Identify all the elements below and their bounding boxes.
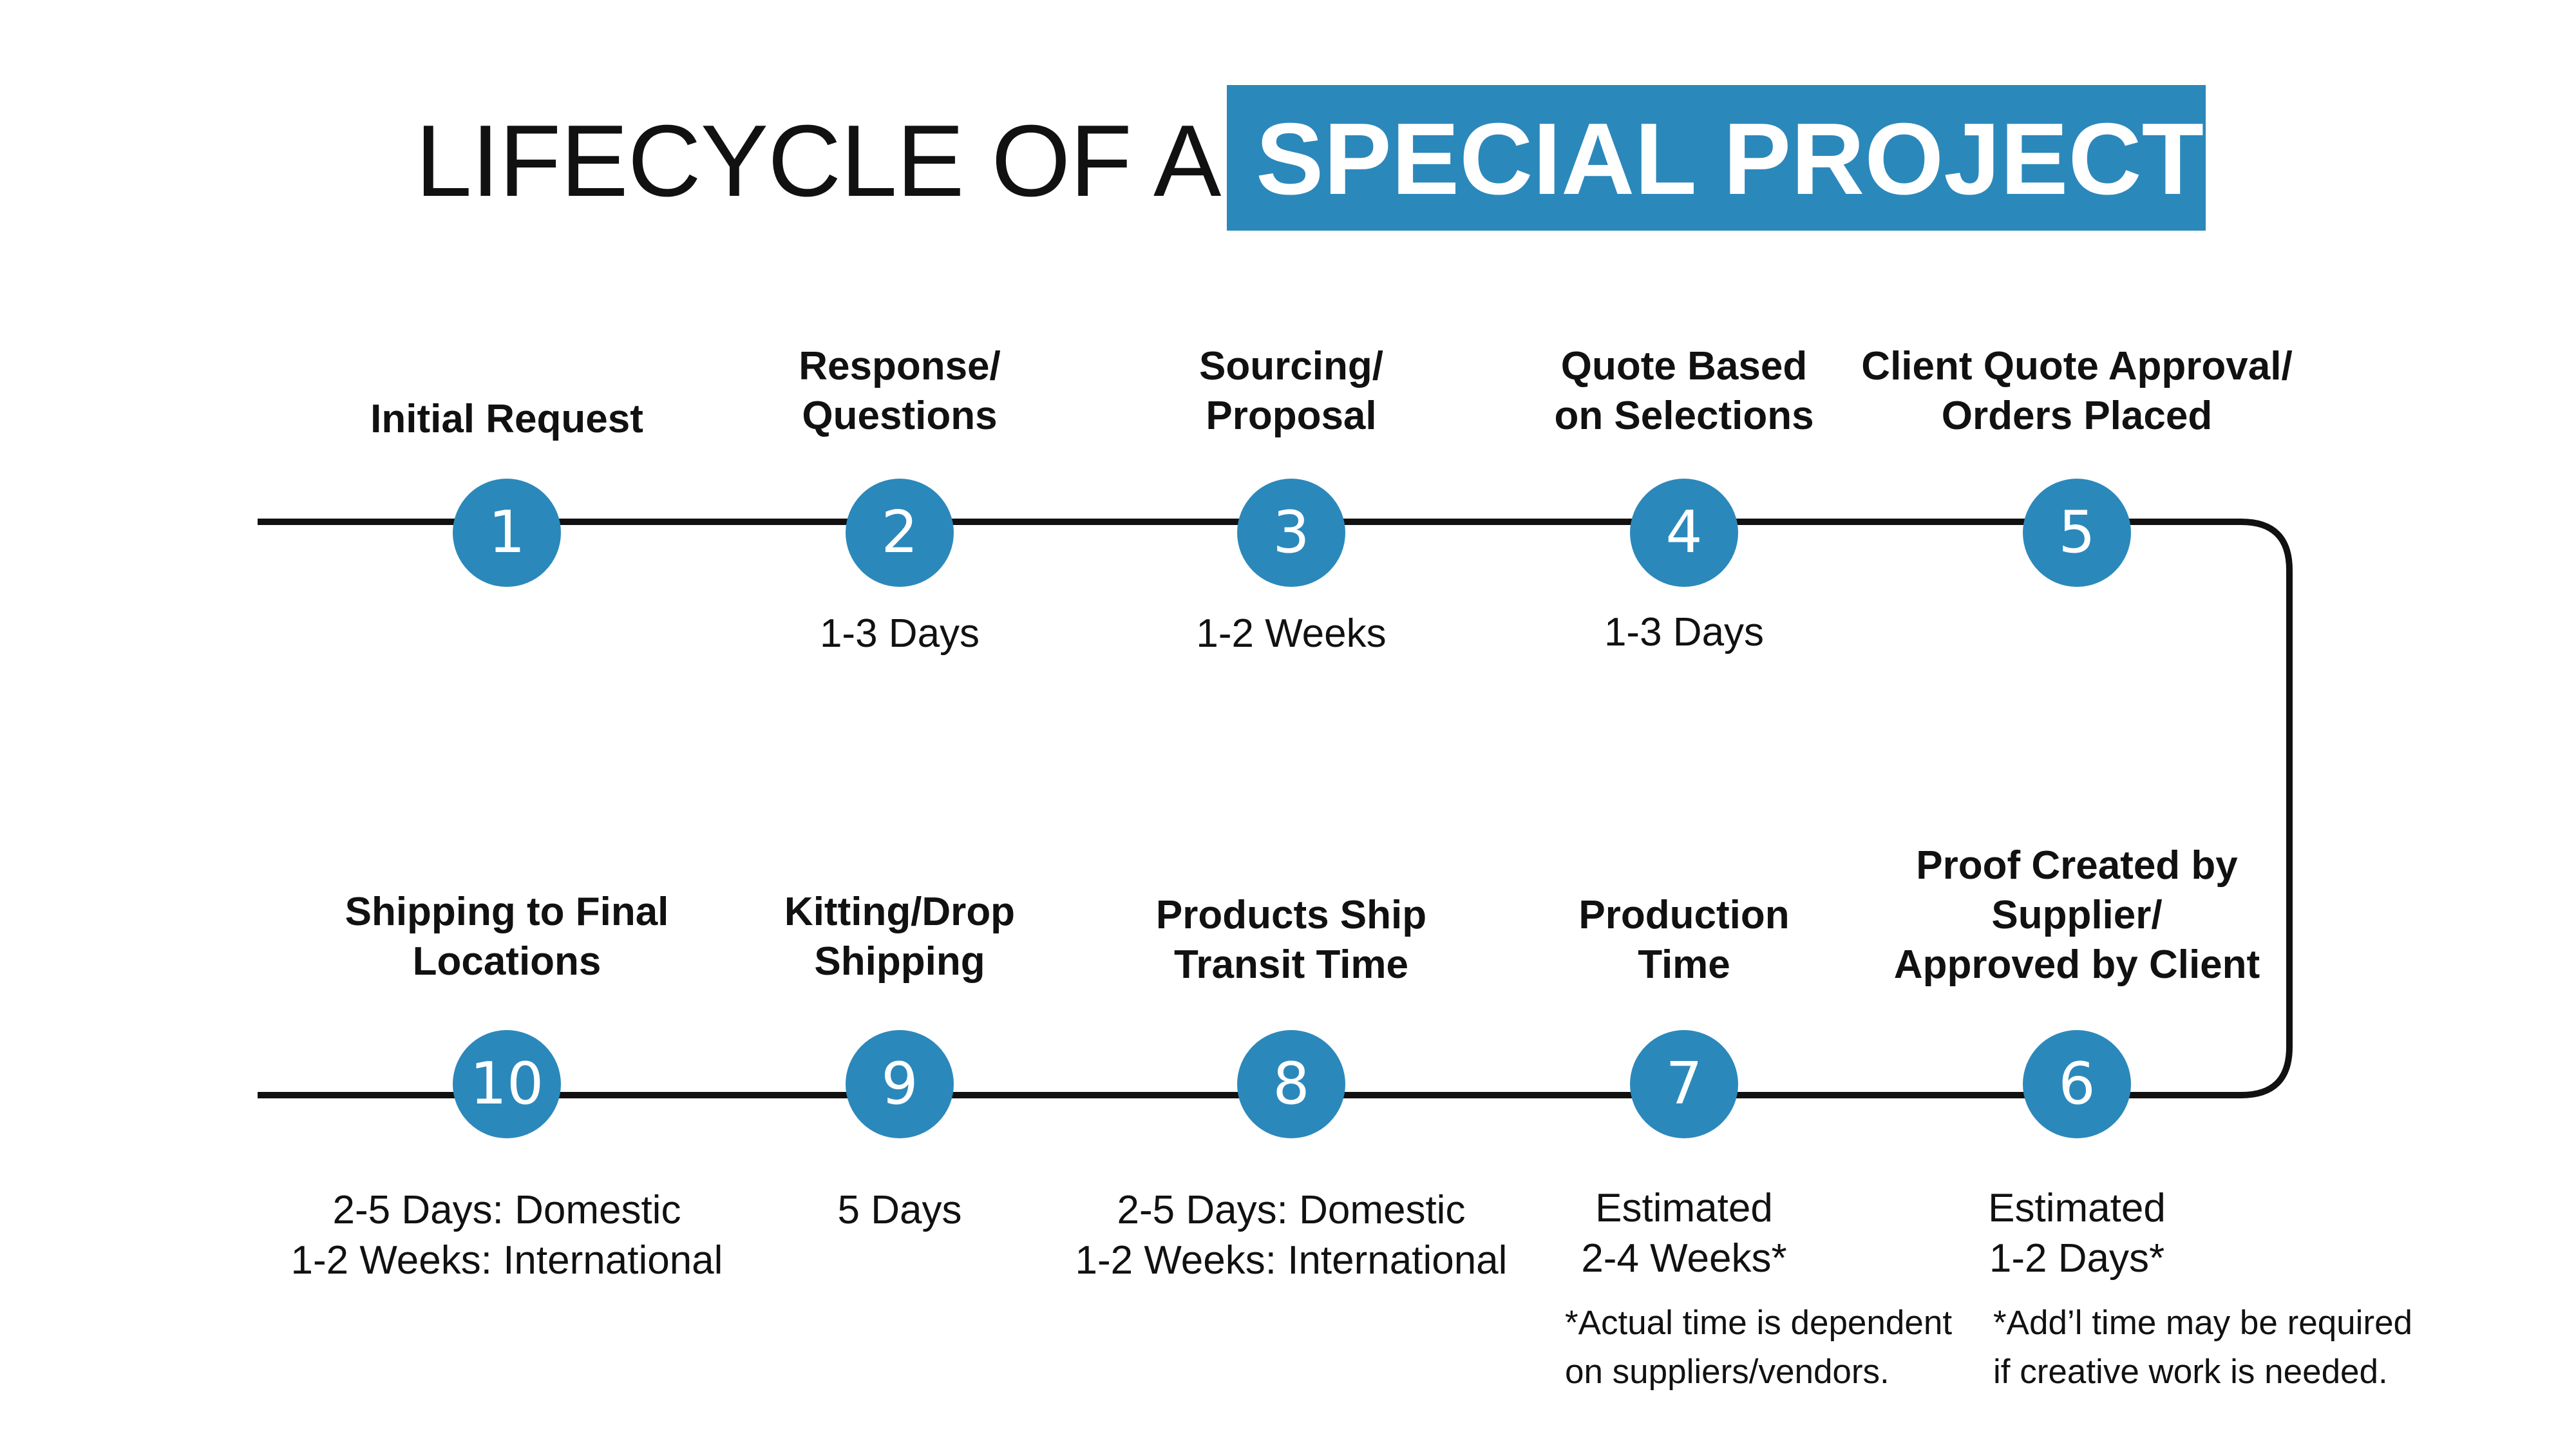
step-number-1: 1 xyxy=(488,499,526,566)
step-title-9: Kitting/Drop Shipping xyxy=(784,890,1016,984)
step-circle-3 xyxy=(1237,479,1345,587)
step-duration-8: 2-5 Days: Domestic 1-2 Weeks: Internatio… xyxy=(1075,1188,1508,1283)
production-time-footnote: *Actual time is dependent on suppliers/v… xyxy=(1565,1304,1953,1391)
step-number-3: 3 xyxy=(1273,499,1310,566)
step-title-5: Client Quote Approval/ Orders Placed xyxy=(1861,344,2293,438)
step-duration-9: 5 Days xyxy=(837,1188,962,1232)
step-circle-2 xyxy=(846,479,954,587)
step-title-10: Shipping to Final Locations xyxy=(345,890,669,984)
step-number-8: 8 xyxy=(1273,1050,1310,1118)
step-circle-5 xyxy=(2023,479,2131,587)
title-highlight-box xyxy=(1227,85,2206,231)
step-duration-6: Estimated 1-2 Days* xyxy=(1988,1186,2166,1281)
step-duration-7: Estimated 2-4 Weeks* xyxy=(1581,1186,1787,1281)
proof-approval-footnote: *Add’l time may be required if creative … xyxy=(1993,1304,2413,1391)
step-number-7: 7 xyxy=(1665,1050,1703,1118)
step-title-8: Products Ship Transit Time xyxy=(1155,893,1427,987)
step-number-6: 6 xyxy=(2058,1050,2096,1118)
timeline-connector-path xyxy=(258,519,2293,1098)
step-title-7: Production Time xyxy=(1578,893,1790,987)
title-plain-text: LIFECYCLE OF A xyxy=(415,104,1221,218)
title-highlight-text: SPECIAL PROJECT xyxy=(1256,102,2204,216)
step-number-4: 4 xyxy=(1665,499,1703,566)
step-title-2: Response/ Questions xyxy=(799,344,1001,438)
step-title-3: Sourcing/ Proposal xyxy=(1199,344,1383,438)
step-title-4: Quote Based on Selections xyxy=(1554,344,1814,438)
step-number-5: 5 xyxy=(2058,499,2096,566)
step-circle-7 xyxy=(1630,1030,1738,1138)
step-circle-4 xyxy=(1630,479,1738,587)
step-title-1: Initial Request xyxy=(370,397,643,441)
step-circle-8 xyxy=(1237,1030,1345,1138)
step-title-6: Proof Created by Supplier/ Approved by C… xyxy=(1893,843,2260,987)
step-number-2: 2 xyxy=(881,499,918,566)
step-duration-2: 1-3 Days xyxy=(819,611,980,656)
step-duration-3: 1-2 Weeks xyxy=(1196,611,1387,656)
page-title: LIFECYCLE OF A SPECIAL PROJECT xyxy=(0,84,2576,232)
step-duration-4: 1-3 Days xyxy=(1604,610,1765,655)
step-circle-10 xyxy=(453,1030,561,1138)
step-circle-9 xyxy=(846,1030,954,1138)
step-circle-6 xyxy=(2023,1030,2131,1138)
step-duration-10: 2-5 Days: Domestic 1-2 Weeks: Internatio… xyxy=(290,1188,723,1283)
step-number-9: 9 xyxy=(881,1050,918,1118)
step-circle-1 xyxy=(453,479,561,587)
step-number-10: 10 xyxy=(469,1050,544,1118)
